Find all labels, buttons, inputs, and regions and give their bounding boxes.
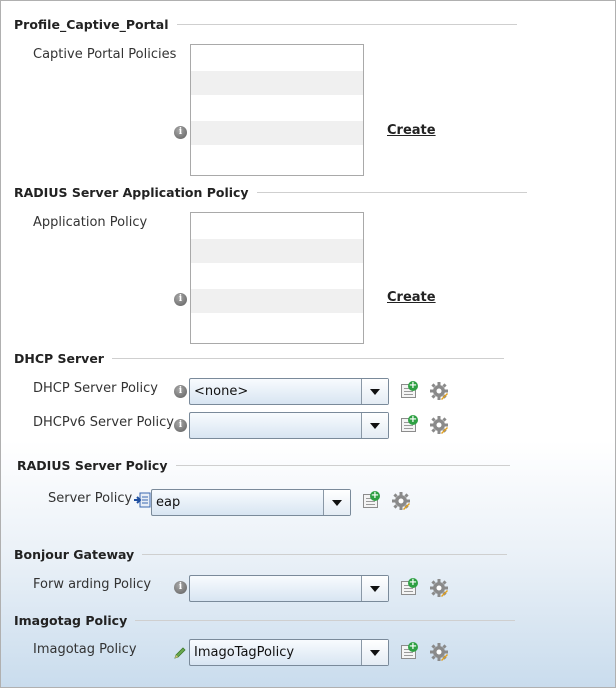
dhcp-server-policy-label: DHCP Server Policy [33,381,158,396]
gear-icon[interactable] [391,491,411,511]
info-icon[interactable]: i [174,293,187,306]
section-divider [142,554,508,555]
list-row[interactable] [191,289,363,313]
dhcp-server-policy-value: <none> [194,384,249,399]
create-captive-portal-link[interactable]: Create [387,123,436,138]
gear-icon[interactable] [429,381,449,401]
section-title-captive-portal: Profile_Captive_Portal [14,17,169,32]
chevron-down-icon[interactable] [361,413,388,438]
section-radius-application: RADIUS Server Application Policy [14,185,527,200]
section-title-radius-server: RADIUS Server Policy [17,458,168,473]
info-icon[interactable]: i [174,385,187,398]
section-dhcp-server: DHCP Server [14,351,504,366]
gear-icon[interactable] [429,642,449,662]
info-icon[interactable]: i [174,419,187,432]
section-divider [135,620,516,621]
forwarding-policy-label: Forw arding Policy [33,577,152,592]
list-row[interactable] [191,71,363,95]
section-radius-server: RADIUS Server Policy [17,458,510,473]
add-policy-icon[interactable]: + [400,415,418,432]
section-bonjour-gateway: Bonjour Gateway [14,547,508,562]
info-icon[interactable]: i [174,581,187,594]
info-icon[interactable]: i [174,126,187,139]
section-captive-portal: Profile_Captive_Portal [14,17,517,32]
section-title-bonjour-gateway: Bonjour Gateway [14,547,135,562]
section-divider [111,358,504,359]
section-title-radius-application: RADIUS Server Application Policy [14,185,249,200]
radius-server-policy-value: eap [156,495,181,510]
chevron-down-icon[interactable] [323,490,350,515]
chevron-down-icon[interactable] [361,640,388,665]
dhcp-server-policy-select[interactable]: <none> [189,378,389,405]
section-divider [256,192,527,193]
pencil-icon[interactable] [173,646,187,660]
gear-icon[interactable] [429,578,449,598]
section-divider [176,24,517,25]
section-title-imagotag-policy: Imagotag Policy [14,613,128,628]
section-title-dhcp-server: DHCP Server [14,351,104,366]
create-application-policy-link[interactable]: Create [387,290,436,305]
forwarding-policy-select[interactable] [189,575,389,602]
list-row[interactable] [191,239,363,263]
list-row[interactable] [191,121,363,145]
chevron-down-icon[interactable] [361,379,388,404]
dhcpv6-server-policy-select[interactable] [189,412,389,439]
radius-server-policy-select[interactable]: eap [151,489,351,516]
section-imagotag-policy: Imagotag Policy [14,613,516,628]
application-policy-label: Application Policy [33,215,148,230]
gear-icon[interactable] [429,415,449,435]
policy-list-icon [134,492,151,508]
application-policy-list[interactable] [190,212,364,344]
chevron-down-icon[interactable] [361,576,388,601]
add-policy-icon[interactable]: + [400,381,418,398]
add-policy-icon[interactable]: + [362,491,380,508]
captive-portal-policies-label: Captive Portal Policies [33,47,177,62]
captive-portal-policies-list[interactable] [190,44,364,176]
imagotag-policy-select[interactable]: ImagoTagPolicy [189,639,389,666]
imagotag-policy-label: Imagotag Policy [33,642,137,657]
add-policy-icon[interactable]: + [400,578,418,595]
imagotag-policy-value: ImagoTagPolicy [194,645,295,660]
add-policy-icon[interactable]: + [400,642,418,659]
section-divider [175,465,510,466]
dhcpv6-server-policy-label: DHCPv6 Server Policy [33,415,174,430]
server-policy-label: Server Policy [48,491,133,506]
